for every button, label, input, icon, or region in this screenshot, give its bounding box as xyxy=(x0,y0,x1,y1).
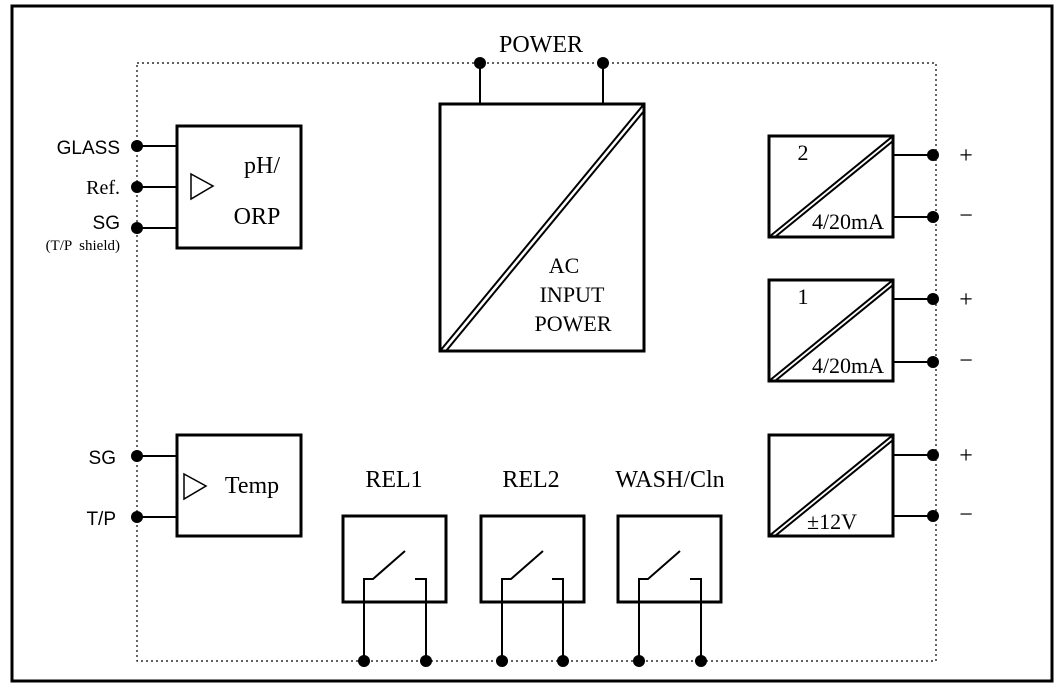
output-label: 4/20mA xyxy=(812,353,884,378)
output-number: 2 xyxy=(798,140,809,165)
output-label: ±12V xyxy=(807,509,857,534)
relay-label: WASH/Cln xyxy=(615,467,724,493)
relay-wash-cln: WASH/Cln xyxy=(615,467,725,667)
ac-label-line3: POWER xyxy=(535,311,612,336)
ac-label-line1: AC xyxy=(549,253,580,278)
switch-icon xyxy=(638,550,681,661)
temp-tp-label: T/P xyxy=(86,509,116,530)
relay-rel1: REL1 xyxy=(341,467,448,667)
output-label: 4/20mA xyxy=(812,209,884,234)
outer-frame xyxy=(10,4,1054,683)
amplifier-icon xyxy=(190,172,215,201)
power-label: POWER xyxy=(499,32,583,58)
relay-label: REL1 xyxy=(365,467,422,493)
plus-terminal xyxy=(927,149,939,161)
plus-sign: + xyxy=(959,443,973,469)
relay-terminal xyxy=(420,655,432,667)
temp-sg-label: SG xyxy=(89,448,116,469)
ref-terminal xyxy=(131,181,143,193)
switch-icon xyxy=(363,550,406,661)
plus-sign: + xyxy=(959,287,973,313)
ph-orp-block: pH/ ORP xyxy=(175,124,303,250)
relay-rel2: REL2 xyxy=(479,467,586,667)
switch-icon xyxy=(501,550,544,661)
minus-sign: − xyxy=(959,502,973,528)
minus-sign: − xyxy=(959,348,973,374)
minus-sign: − xyxy=(959,203,973,229)
ref-label: Ref. xyxy=(86,177,120,199)
minus-terminal xyxy=(927,211,939,223)
output-number: 1 xyxy=(798,284,809,309)
glass-label: GLASS xyxy=(57,138,120,159)
temp-block: Temp xyxy=(175,433,303,538)
dotted-enclosure xyxy=(136,62,937,662)
temp-sg-terminal xyxy=(131,450,143,462)
power-terminals xyxy=(474,57,609,104)
orp-label: ORP xyxy=(234,204,281,230)
relay-terminal xyxy=(358,655,370,667)
glass-terminal xyxy=(131,140,143,152)
output-1-block: 1 4/20mA + − xyxy=(767,278,973,383)
temp-label: Temp xyxy=(225,473,279,499)
output-2-block: 2 4/20mA + − xyxy=(767,134,973,239)
sg-terminal xyxy=(131,222,143,234)
minus-terminal xyxy=(927,356,939,368)
plus-sign: + xyxy=(959,143,973,169)
ph-label: pH/ xyxy=(244,153,280,179)
plus-terminal xyxy=(927,449,939,461)
ac-input-power-block: AC INPUT POWER xyxy=(438,102,646,353)
relay-label: REL2 xyxy=(502,467,559,493)
relay-terminal xyxy=(633,655,645,667)
plus-terminal xyxy=(927,293,939,305)
relay-terminal xyxy=(695,655,707,667)
relay-terminal xyxy=(557,655,569,667)
sg-label: SG xyxy=(93,213,120,234)
output-12v-block: ±12V + − xyxy=(767,433,973,538)
temp-terminals: SG T/P xyxy=(86,448,177,530)
sg-note: (T/P shield) xyxy=(46,238,120,254)
ac-label-line2: INPUT xyxy=(540,282,605,307)
minus-terminal xyxy=(927,510,939,522)
temp-tp-terminal xyxy=(131,511,143,523)
amplifier-icon xyxy=(183,472,208,501)
relay-terminal xyxy=(496,655,508,667)
ph-terminals: GLASS Ref. SG (T/P shield) xyxy=(46,138,177,254)
